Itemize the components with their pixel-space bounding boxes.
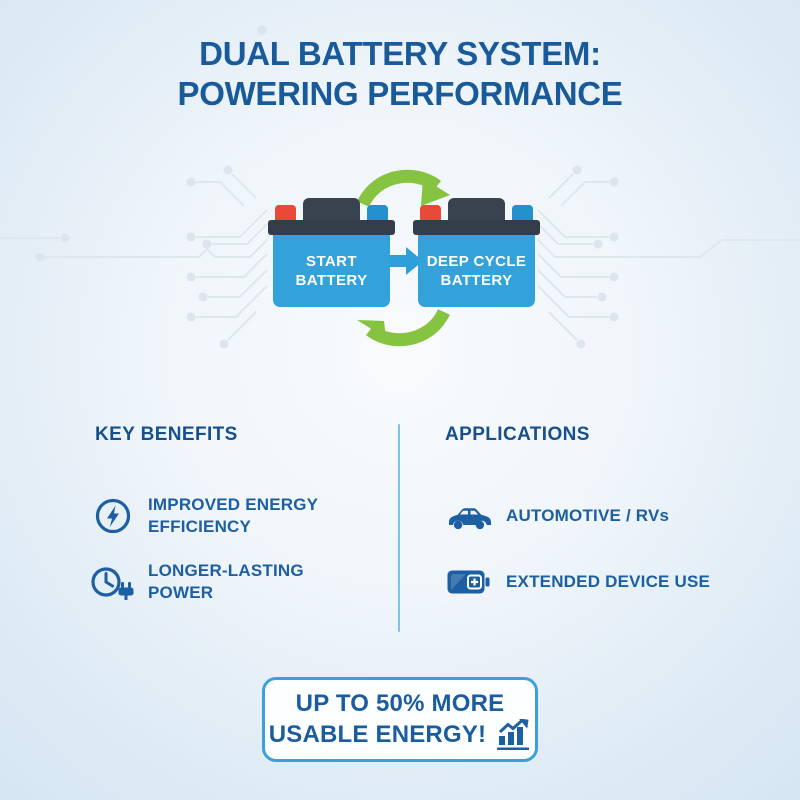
battery-label: DEEP CYCLE BATTERY	[426, 252, 527, 289]
battery-top-bar	[268, 220, 395, 235]
battery-label: START BATTERY	[295, 252, 368, 289]
cycle-arrow-bottom-icon	[357, 308, 450, 347]
battery-plus-icon	[440, 568, 496, 596]
blue-terminal	[367, 205, 388, 222]
flow-right-arrow-icon	[389, 247, 423, 275]
battery-body: START BATTERY	[273, 235, 390, 307]
battery-cap	[448, 198, 505, 223]
blue-terminal	[512, 205, 533, 222]
growth-chart-icon	[495, 718, 531, 751]
usable-energy-callout: UP TO 50% MORE USABLE ENERGY!	[262, 677, 538, 762]
battery-top-bar	[413, 220, 540, 235]
key-benefits-section: KEY BENEFITS IMPROVED ENERGY EFFICIENCY	[88, 424, 388, 622]
deep-cycle-battery: DEEP CYCLE BATTERY	[413, 198, 540, 307]
car-icon	[440, 501, 496, 531]
red-terminal	[420, 205, 441, 222]
key-benefits-header: KEY BENEFITS	[95, 424, 238, 445]
list-item: AUTOMOTIVE / RVs	[440, 490, 760, 542]
applications-header: APPLICATIONS	[445, 424, 590, 445]
cycle-arrow-top-icon	[357, 169, 450, 208]
battery-body: DEEP CYCLE BATTERY	[418, 235, 535, 307]
page-title: DUAL BATTERY SYSTEM: POWERING PERFORMANC…	[0, 34, 800, 113]
lightning-bolt-circle-icon	[88, 497, 138, 535]
start-battery: START BATTERY	[268, 198, 395, 307]
battery-cap	[303, 198, 360, 223]
callout-line-1: UP TO 50% MORE	[295, 689, 505, 717]
title-line-2: POWERING PERFORMANCE	[177, 74, 623, 112]
clock-plug-icon	[88, 563, 138, 601]
column-divider	[398, 424, 400, 632]
list-item: IMPROVED ENERGY EFFICIENCY	[88, 490, 388, 542]
application-label: EXTENDED DEVICE USE	[506, 571, 711, 591]
applications-section: APPLICATIONS AUTOMOTIVE / RVs	[440, 424, 760, 622]
callout-line-2: USABLE ENERGY!	[268, 720, 487, 748]
red-terminal	[275, 205, 296, 222]
application-label: AUTOMOTIVE / RVs	[506, 505, 670, 525]
list-item: EXTENDED DEVICE USE	[440, 556, 760, 608]
benefit-label: IMPROVED ENERGY EFFICIENCY	[148, 494, 318, 536]
title-line-1: DUAL BATTERY SYSTEM:	[199, 35, 601, 72]
list-item: LONGER-LASTING POWER	[88, 556, 388, 608]
benefit-label: LONGER-LASTING POWER	[148, 560, 304, 602]
